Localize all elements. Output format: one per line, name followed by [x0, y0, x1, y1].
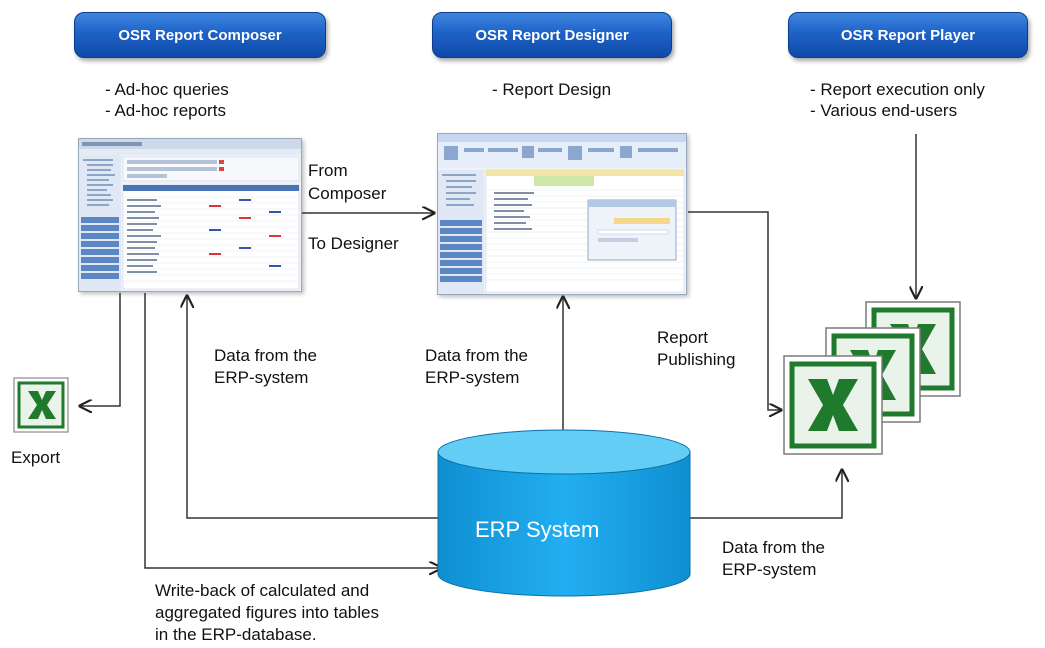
label-data-mid-2: ERP-system	[425, 368, 520, 387]
label-report-publishing-1: Report	[657, 328, 709, 347]
composer-bullet-1: - Ad-hoc queries	[105, 80, 229, 99]
label-export: Export	[11, 448, 61, 467]
database-cylinder-icon	[437, 429, 691, 597]
label-data-right-1: Data from the	[722, 538, 825, 557]
label-write-back-3: in the ERP-database.	[155, 625, 317, 644]
excel-icon	[13, 377, 69, 433]
arrow-erp-to-player	[686, 470, 842, 519]
excel-stack-icon	[780, 298, 966, 468]
label-write-back-2: aggregated figures into tables	[155, 603, 379, 622]
player-bullet-2: - Various end-users	[810, 101, 958, 120]
label-to-designer: To Designer	[308, 234, 399, 253]
arrow-erp-to-composer	[187, 296, 442, 519]
player-bullet-1: - Report execution only	[810, 80, 985, 99]
label-from-composer-2: Composer	[308, 184, 387, 203]
label-data-left-2: ERP-system	[214, 368, 309, 387]
composer-screenshot	[78, 138, 302, 292]
arrow-designer-to-publishing	[688, 211, 781, 410]
label-data-mid-1: Data from the	[425, 346, 528, 365]
player-title: OSR Report Player	[788, 12, 1028, 58]
label-report-publishing-2: Publishing	[657, 350, 736, 369]
composer-title: OSR Report Composer	[74, 12, 326, 58]
label-data-right-2: ERP-system	[722, 560, 817, 579]
label-data-left-1: Data from the	[214, 346, 317, 365]
designer-title: OSR Report Designer	[432, 12, 672, 58]
label-write-back-1: Write-back of calculated and	[155, 581, 370, 600]
designer-bullet-1: - Report Design	[492, 80, 612, 99]
arrow-writeback-to-erp	[144, 293, 441, 568]
composer-bullet-2: - Ad-hoc reports	[105, 101, 226, 120]
label-from-composer-1: From	[308, 161, 348, 180]
erp-system-label: ERP System	[475, 517, 600, 542]
designer-screenshot	[437, 133, 687, 295]
arrow-composer-to-export	[80, 293, 121, 406]
